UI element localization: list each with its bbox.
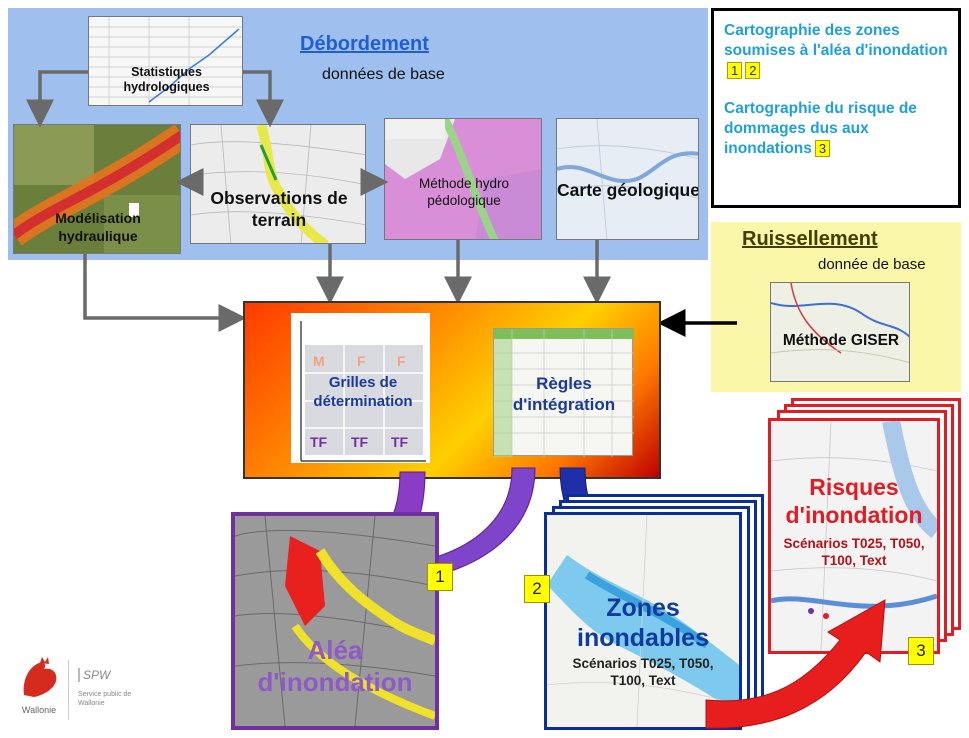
risques-scenarios: Scénarios T025, T050, T100, Text (783, 536, 925, 568)
observations-thumbnail: Observations de terrain (190, 124, 366, 244)
arrow-modelisation-to-center (83, 254, 247, 332)
methode-hp-label: Méthode hydro pédologique (418, 176, 510, 208)
legend-badge-1: 1 (727, 62, 743, 79)
stats-thumbnail: Statistiques hydrologiques (88, 16, 243, 106)
spw-subtext: Service public de Wallonie (78, 691, 132, 707)
regles-panel: Règles d'intégration (493, 328, 634, 457)
legend-badge-2: 2 (745, 62, 761, 79)
grid-bottom-2: TF (351, 434, 369, 450)
giser-map-graphic (771, 283, 909, 381)
grilles-graphic (300, 321, 426, 462)
grilles-label: Grilles de détermination (313, 374, 413, 410)
arrow-zones-to-risques (705, 599, 886, 729)
carte-geo-label: Carte géologique (557, 180, 699, 200)
logo-divider (68, 660, 69, 720)
regles-table-graphic (494, 329, 634, 457)
alea-title: Aléa d'inondation (257, 635, 413, 697)
observations-label: Observations de terrain (210, 188, 348, 230)
grid-cell-1: M (313, 353, 325, 369)
modelisation-thumbnail: Modélisation hydraulique (13, 124, 181, 254)
legend-item-risque-text: Cartographie du risque de dommages dus a… (724, 100, 917, 157)
geology-map-graphic (557, 119, 698, 239)
legend-item-risque: Cartographie du risque de dommages dus a… (724, 99, 960, 159)
ruissellement-subtitle: donnée de base (818, 256, 926, 273)
satellite-map-graphic (14, 125, 180, 253)
wallonie-logo: Wallonie (14, 655, 64, 725)
risques-badge: 3 (908, 637, 934, 665)
giser-thumbnail: Méthode GISER (770, 282, 910, 382)
legend-item-alea-text: Cartographie des zones soumises à l'aléa… (724, 22, 948, 59)
risques-card: Risques d'inondation Scénarios T025, T05… (768, 418, 940, 654)
pedology-map-graphic (385, 119, 541, 239)
rooster-icon (23, 657, 57, 697)
ruissellement-title: Ruissellement (742, 228, 878, 250)
risques-title: Risques d'inondation (785, 474, 923, 528)
gray-arrows (26, 70, 611, 332)
legend-item-alea: Cartographie des zones soumises à l'aléa… (724, 21, 960, 81)
grid-bottom-1: TF (310, 434, 328, 450)
spw-mark: SPW (78, 668, 110, 682)
arrow-stats-to-observations (243, 70, 284, 128)
grid-cell-3: F (397, 353, 406, 369)
alea-badge: 1 (427, 563, 453, 591)
grilles-panel: M F F TF TF TF Grilles de détermination (291, 313, 430, 463)
stats-label: Statistiques hydrologiques (123, 65, 210, 94)
modelisation-label: Modélisation hydraulique (55, 210, 141, 244)
grid-bottom-3: TF (391, 434, 409, 450)
arrow-stats-to-modelisation (26, 70, 88, 128)
zones-scenarios: Scénarios T025, T050, T100, Text (572, 656, 714, 688)
debordement-subtitle: données de base (322, 66, 445, 83)
stats-table-graphic (89, 17, 242, 105)
zones-title: Zones inondables (577, 594, 709, 652)
legend-badge-3: 3 (814, 140, 831, 157)
alea-card: Aléa d'inondation (231, 512, 439, 730)
terrain-map-graphic (191, 125, 365, 243)
wallonie-text: Wallonie (21, 705, 57, 715)
grid-cell-2: F (357, 353, 366, 369)
zones-badge: 2 (524, 575, 550, 603)
debordement-title: Débordement (300, 33, 429, 55)
methode-hp-thumbnail: Méthode hydro pédologique (384, 118, 542, 240)
regles-label: Règles d'intégration (512, 374, 616, 414)
zones-map-graphic (547, 515, 739, 727)
alea-map-graphic (235, 516, 435, 726)
giser-label: Méthode GISER (782, 332, 900, 349)
zones-card: Zones inondables Scénarios T025, T050, T… (544, 512, 742, 730)
risques-map-graphic (771, 421, 937, 651)
carte-geo-thumbnail: Carte géologique (556, 118, 699, 240)
legend-box: Cartographie des zones soumises à l'aléa… (711, 8, 961, 208)
spw-logo: SPW Service public de Wallonie (76, 660, 136, 720)
